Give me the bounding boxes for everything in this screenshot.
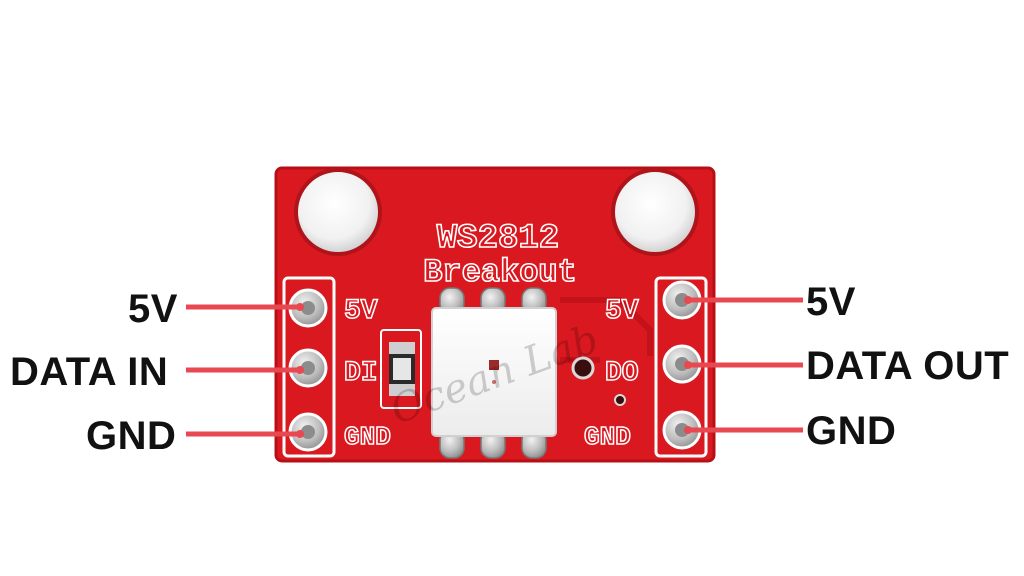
right-pads bbox=[662, 280, 702, 450]
callout-label-right-gnd: GND bbox=[806, 409, 897, 453]
callout-lines-right bbox=[684, 296, 803, 434]
capacitor bbox=[380, 329, 422, 409]
callout-label-right-5v: 5V bbox=[806, 280, 856, 324]
left-pads bbox=[288, 288, 328, 452]
callout-label-left-5v: 5V bbox=[128, 287, 178, 331]
callout-lines-left bbox=[186, 303, 304, 438]
pcb-trace bbox=[560, 297, 653, 356]
via-do bbox=[571, 356, 595, 380]
callout-label-left-gnd: GND bbox=[86, 414, 177, 458]
callout-label-right-data-out: DATA OUT bbox=[806, 344, 1010, 388]
via-small bbox=[614, 394, 626, 406]
ws2812-led bbox=[431, 307, 557, 437]
silk-left-5v: 5V bbox=[344, 296, 378, 327]
silk-right-gnd: GND bbox=[584, 422, 631, 452]
board-title: WS2812 bbox=[437, 220, 559, 258]
left-header-outline bbox=[282, 276, 336, 458]
callout-label-left-data-in: DATA IN bbox=[10, 350, 169, 394]
silk-left-gnd: GND bbox=[344, 422, 391, 452]
led-die bbox=[489, 360, 499, 370]
silk-right-do: DO bbox=[605, 358, 639, 389]
mounting-hole-left bbox=[294, 168, 382, 256]
silk-right-5v: 5V bbox=[605, 296, 639, 327]
mounting-hole-right bbox=[611, 168, 699, 256]
silk-left-di: DI bbox=[344, 358, 378, 389]
board-subtitle: Breakout bbox=[423, 254, 577, 291]
